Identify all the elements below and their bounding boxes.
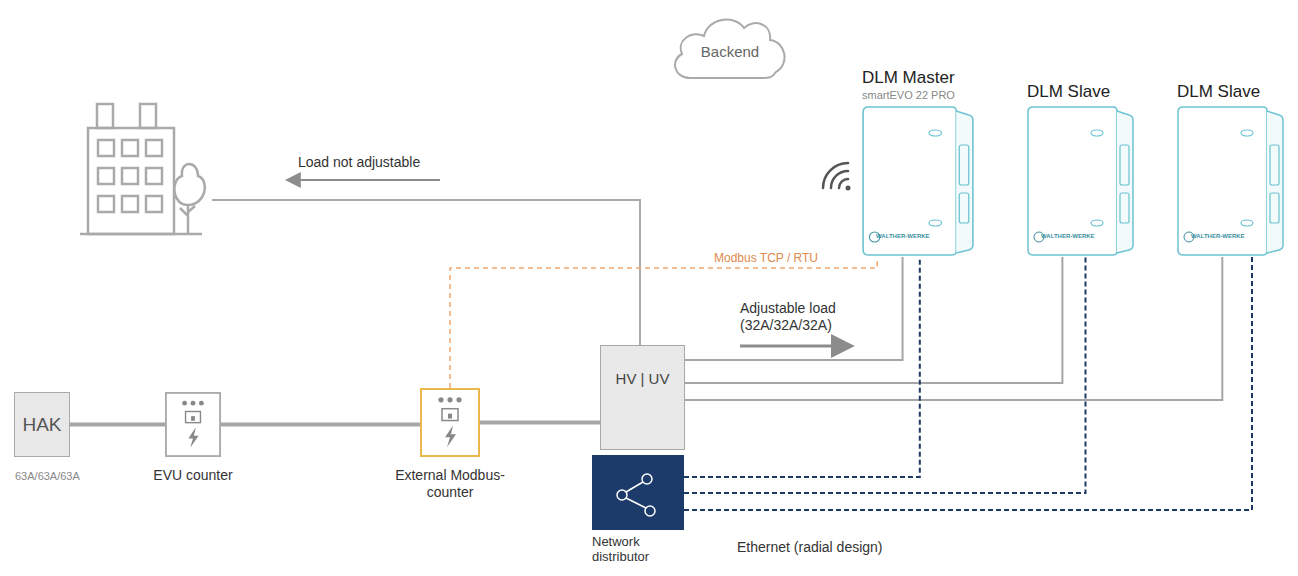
meter-icon: [420, 388, 480, 457]
brand-logo: WALTHER-WERKE: [1041, 233, 1095, 239]
device-caption: EVU counter: [153, 467, 233, 484]
connector: [70, 423, 165, 427]
connector: [684, 257, 1086, 493]
box-label: HAK: [22, 414, 61, 436]
brand-logo: WALTHER-WERKE: [1191, 233, 1245, 239]
modbus-meter-box: External Modbus- counter: [420, 388, 480, 457]
connector: [684, 257, 1252, 510]
device-title: DLM Slave: [1027, 81, 1110, 102]
title-group: DLM Slave: [1027, 81, 1110, 102]
model-name: smartEVO 22 PRO: [862, 88, 955, 102]
distribution-box: HV | UV: [600, 345, 685, 450]
load-arrow: [740, 345, 850, 348]
rating-label: 63A/63A/63A: [15, 470, 80, 482]
device-caption: External Modbus- counter: [385, 467, 515, 501]
backend-cloud: Backend: [668, 12, 792, 82]
connector: [685, 257, 1062, 383]
cloud-label: Backend: [701, 35, 759, 60]
title-group: DLM MastersmartEVO 22 PRO: [862, 67, 955, 102]
flow-label: Load not adjustable: [298, 154, 420, 170]
house-connection-box: HAK63A/63A/63A: [14, 392, 70, 457]
meter-icon: [165, 392, 221, 457]
connector: [684, 257, 920, 477]
network-label: Ethernet (radial design): [737, 539, 883, 555]
connector: [221, 423, 420, 427]
connector: [480, 421, 600, 425]
meter-box: EVU counter: [165, 392, 221, 457]
connector-label: Modbus TCP / RTU: [712, 251, 820, 265]
title-group: DLM Slave: [1177, 81, 1260, 102]
network-icon: [592, 455, 684, 530]
connector: [685, 257, 903, 360]
device-title: DLM Master: [862, 67, 955, 88]
load-arrow: [288, 179, 440, 181]
building-feed-line: [212, 200, 640, 345]
box-label: HV | UV: [601, 370, 684, 387]
connector: [685, 257, 1222, 400]
building-icon: [80, 104, 205, 234]
device-caption: Network distributor: [592, 534, 684, 564]
device-title: DLM Slave: [1177, 81, 1260, 102]
brand-logo: WALTHER-WERKE: [876, 233, 930, 239]
flow-label: Adjustable load (32A/32A/32A): [740, 300, 858, 334]
network-distributor: Network distributor: [592, 455, 684, 530]
wifi-icon: [823, 163, 851, 191]
